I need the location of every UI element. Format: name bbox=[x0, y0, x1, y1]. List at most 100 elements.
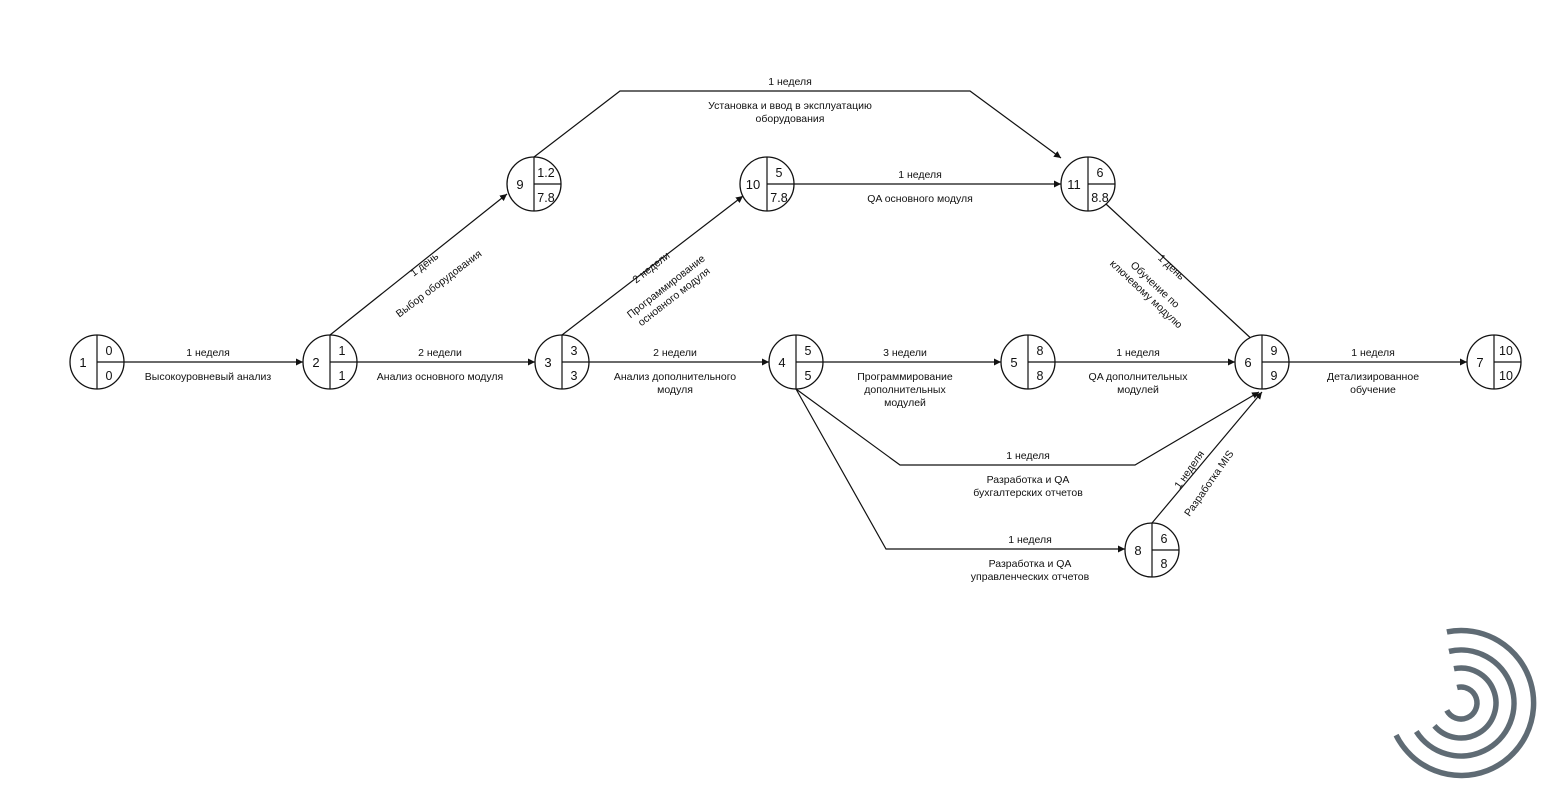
concentric-arcs-logo-icon bbox=[1393, 627, 1537, 779]
edge-9-11 bbox=[533, 90, 1062, 159]
edge-task-line: Высокоуровневый анализ bbox=[145, 371, 272, 383]
edge-task-line: QA основного модуля bbox=[867, 193, 973, 205]
event-node-11: 11 6 8.8 bbox=[1060, 156, 1116, 212]
edge-4-8 bbox=[795, 388, 1125, 553]
edge-duration: 1 неделя bbox=[1351, 347, 1395, 359]
node-id: 5 bbox=[1010, 355, 1017, 370]
node-late-time: 0 bbox=[106, 369, 113, 383]
node-id: 1 bbox=[79, 355, 86, 370]
node-early-time: 6 bbox=[1161, 532, 1168, 546]
node-id: 6 bbox=[1244, 355, 1251, 370]
node-id: 11 bbox=[1067, 177, 1081, 192]
edge-duration: 2 недели bbox=[418, 347, 462, 359]
edge-duration: 1 день bbox=[1155, 252, 1187, 283]
node-late-time: 7.8 bbox=[537, 191, 554, 205]
node-early-time: 8 bbox=[1037, 344, 1044, 358]
edge-arrow bbox=[1151, 391, 1263, 524]
edge-duration: 1 день bbox=[408, 250, 441, 279]
edge-label-4-5: 3 неделиПрограммированиедополнительныхмо… bbox=[857, 347, 953, 409]
node-id: 4 bbox=[778, 355, 785, 370]
node-id: 7 bbox=[1476, 355, 1483, 370]
edge-task-line: Разработка и QA bbox=[987, 474, 1070, 486]
edge-task-line: модулей bbox=[884, 397, 926, 409]
event-node-10: 10 5 7.8 bbox=[739, 156, 795, 212]
edge-4-6 bbox=[795, 388, 1260, 466]
node-early-time: 0 bbox=[106, 344, 113, 358]
node-early-time: 9 bbox=[1271, 344, 1278, 358]
edge-task-line: обучение bbox=[1350, 384, 1396, 396]
node-late-time: 3 bbox=[571, 369, 578, 383]
edge-duration: 1 неделя bbox=[1008, 534, 1052, 546]
edge-task-line: Программирование bbox=[857, 371, 953, 383]
node-late-time: 9 bbox=[1271, 369, 1278, 383]
edge-task-line: Разработка и QA bbox=[989, 558, 1072, 570]
edge-arrow bbox=[561, 195, 744, 336]
edge-duration: 1 неделя bbox=[768, 76, 812, 88]
edge-arrow bbox=[533, 90, 1062, 159]
event-node-8: 8 6 8 bbox=[1124, 522, 1180, 578]
edge-task-line: управленческих отчетов bbox=[971, 571, 1090, 583]
edge-task-line: оборудования bbox=[756, 113, 825, 125]
node-early-time: 6 bbox=[1097, 166, 1104, 180]
node-early-time: 5 bbox=[776, 166, 783, 180]
node-late-time: 1 bbox=[339, 369, 346, 383]
edge-task-line: Детализированное bbox=[1327, 371, 1419, 383]
edge-8-6 bbox=[1151, 391, 1263, 524]
node-early-time: 5 bbox=[805, 344, 812, 358]
edge-task-line: дополнительных bbox=[864, 384, 946, 396]
edge-2-9 bbox=[329, 193, 508, 336]
node-early-time: 1 bbox=[339, 344, 346, 358]
edge-duration: 2 недели bbox=[653, 347, 697, 359]
node-late-time: 8 bbox=[1037, 369, 1044, 383]
event-node-9: 9 1.2 7.8 bbox=[506, 156, 562, 212]
edge-11-6 bbox=[1105, 203, 1257, 344]
node-id: 8 bbox=[1134, 543, 1141, 558]
edge-duration: 1 неделя bbox=[1116, 347, 1160, 359]
edge-arrow bbox=[1105, 203, 1257, 344]
edge-duration: 1 неделя bbox=[898, 169, 942, 181]
event-node-6: 6 9 9 bbox=[1234, 334, 1290, 390]
edge-task-line: Анализ основного модуля bbox=[377, 371, 503, 383]
node-id: 10 bbox=[746, 177, 760, 192]
node-late-time: 8 bbox=[1161, 557, 1168, 571]
node-early-time: 1.2 bbox=[537, 166, 554, 180]
edge-task-line: бухгалтерских отчетов bbox=[973, 487, 1083, 499]
event-node-3: 3 3 3 bbox=[534, 334, 590, 390]
edge-task-line: модулей bbox=[1117, 384, 1159, 396]
node-late-time: 7.8 bbox=[770, 191, 787, 205]
event-node-5: 5 8 8 bbox=[1000, 334, 1056, 390]
edge-task-line: Установка и ввод в эксплуатацию bbox=[708, 100, 872, 112]
node-late-time: 8.8 bbox=[1091, 191, 1108, 205]
edge-task-line: Анализ дополнительного bbox=[614, 371, 736, 383]
edge-task-line: модуля bbox=[657, 384, 693, 396]
edge-duration: 1 неделя bbox=[1006, 450, 1050, 462]
node-id: 3 bbox=[544, 355, 551, 370]
node-id: 9 bbox=[516, 177, 523, 192]
edge-duration: 3 недели bbox=[883, 347, 927, 359]
event-node-2: 2 1 1 bbox=[302, 334, 358, 390]
event-node-4: 4 5 5 bbox=[768, 334, 824, 390]
event-node-1: 1 0 0 bbox=[69, 334, 125, 390]
edge-duration: 1 неделя bbox=[186, 347, 230, 359]
edge-arrow bbox=[329, 193, 508, 336]
nodes-layer: 1002113334555886997101086891.27.81057.81… bbox=[69, 156, 1522, 578]
node-id: 2 bbox=[312, 355, 319, 370]
edge-label-10-11: 1 неделя QA основного модуля bbox=[867, 169, 973, 205]
node-early-time: 10 bbox=[1499, 344, 1513, 358]
node-late-time: 5 bbox=[805, 369, 812, 383]
node-early-time: 3 bbox=[571, 344, 578, 358]
edges-layer bbox=[124, 90, 1467, 553]
